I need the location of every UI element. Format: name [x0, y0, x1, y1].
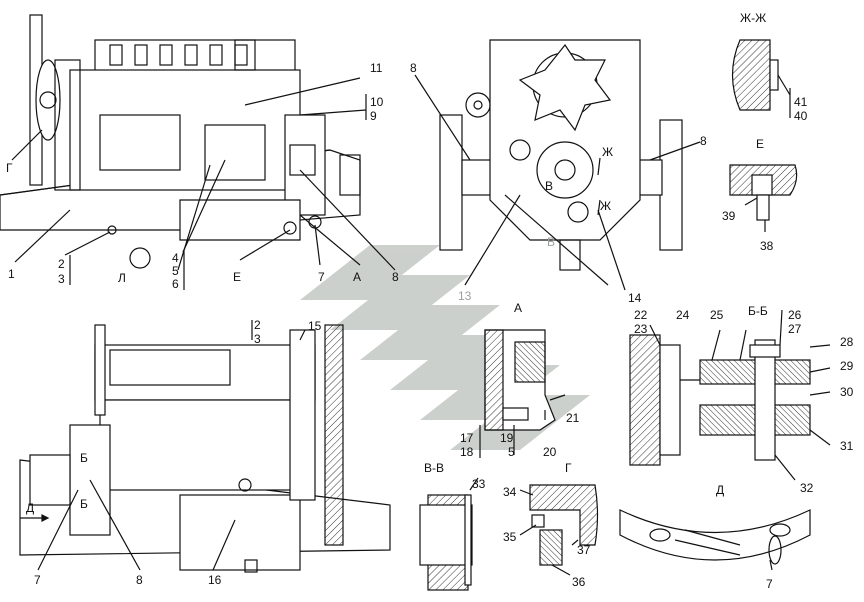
detail-d [619, 509, 811, 571]
callout-8-left: 8 [410, 61, 417, 75]
callout-32: 32 [800, 481, 814, 495]
callout-e-view: Е [233, 270, 242, 284]
callout-30: 30 [840, 385, 854, 399]
callout-16: 16 [208, 573, 222, 587]
section-zhzh-title: Ж-Ж [740, 11, 767, 25]
detail-a [479, 329, 566, 458]
callout-38: 38 [760, 239, 774, 253]
callout-9: 9 [370, 109, 377, 123]
callout-25: 25 [710, 308, 724, 322]
section-v-v [419, 477, 479, 591]
callout-26: 26 [788, 308, 802, 322]
callout-39: 39 [722, 209, 736, 223]
callout-21: 21 [566, 411, 580, 425]
callout-19: 19 [500, 431, 514, 445]
callout-8: 8 [392, 270, 399, 284]
detail-g [519, 484, 599, 576]
callout-24: 24 [676, 308, 690, 322]
callout-3-lower: 3 [254, 332, 261, 346]
callout-5-a: 5 [508, 445, 515, 459]
callout-41: 41 [794, 95, 808, 109]
callout-7: 7 [318, 270, 325, 284]
callout-29: 29 [840, 359, 854, 373]
callout-37: 37 [577, 543, 591, 557]
callout-15: 15 [308, 319, 322, 333]
callout-2-lower: 2 [254, 318, 261, 332]
section-b-b [629, 309, 831, 481]
callout-20: 20 [543, 445, 557, 459]
callout-36: 36 [572, 575, 586, 589]
callout-35: 35 [503, 530, 517, 544]
callout-b-upper: Б [80, 451, 88, 465]
callout-3: 3 [58, 272, 65, 286]
callout-g-view: Г [6, 161, 13, 175]
callout-18: 18 [460, 445, 474, 459]
callout-a-view: А [353, 270, 362, 284]
callout-31: 31 [840, 439, 854, 453]
callout-34: 34 [503, 485, 517, 499]
callout-zh-upper: Ж [602, 145, 614, 159]
callout-v-upper: В [545, 179, 554, 193]
detail-d-title: Д [716, 483, 725, 497]
callout-23: 23 [634, 322, 648, 336]
callout-6: 6 [172, 277, 179, 291]
section-e-title: Е [756, 137, 765, 151]
callout-zh-lower: Ж [600, 199, 612, 213]
section-e [729, 164, 798, 232]
callout-8-lower: 8 [136, 573, 143, 587]
callout-8-right: 8 [700, 134, 707, 148]
callout-7-d: 7 [766, 577, 773, 591]
callout-13: 13 [458, 289, 472, 303]
bottom-left-engine-side-view [19, 320, 391, 573]
callout-l: Л [118, 271, 126, 285]
cylinder-head-fins [109, 44, 248, 66]
callout-b-lower: Б [80, 497, 88, 511]
callout-5: 5 [172, 264, 179, 278]
callout-33: 33 [472, 477, 486, 491]
section-bb-title: Б-Б [748, 304, 768, 318]
section-vv-title: В-В [424, 461, 445, 475]
callout-4: 4 [172, 251, 179, 265]
callout-40: 40 [794, 109, 808, 123]
callout-27: 27 [788, 322, 802, 336]
callout-1: 1 [8, 267, 15, 281]
callout-28: 28 [840, 335, 854, 349]
callout-22: 22 [634, 308, 648, 322]
callout-v-lower: В [547, 235, 556, 249]
callout-17: 17 [460, 431, 474, 445]
top-left-engine-view [0, 14, 396, 290]
detail-g-title: Г [565, 461, 572, 475]
callout-2: 2 [58, 257, 65, 271]
callout-10: 10 [370, 95, 384, 109]
detail-a-title: А [514, 301, 523, 315]
callout-d-view: Д [26, 501, 35, 515]
section-zh-zh [731, 39, 791, 118]
callout-11: 11 [370, 61, 383, 75]
top-center-engine-front-view [414, 39, 701, 291]
callout-7-lower: 7 [34, 573, 41, 587]
callout-14: 14 [628, 291, 642, 305]
